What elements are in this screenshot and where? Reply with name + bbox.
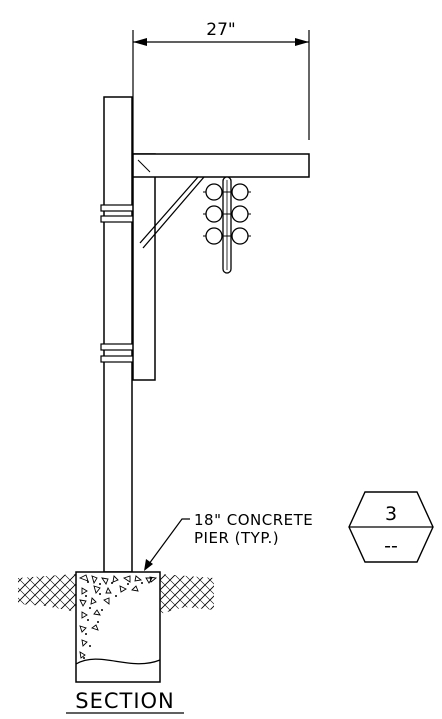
pole-band-upper-1 [100,204,137,212]
pole-shaft [103,96,133,573]
signal-lamp [231,205,249,223]
dimension-arrow-left [133,38,147,46]
signal-lamp [205,227,223,245]
mast-arm-bracket [132,153,310,381]
signal-lamp-row-middle [203,205,251,223]
pier-note: 18" CONCRETE PIER (TYP.) [144,511,313,571]
pole-band-lower-1 [100,343,137,351]
soil-hatch-left [18,574,76,612]
signal-lamp [205,205,223,223]
bracket-vertical [132,153,156,381]
pier-break-line [75,658,161,665]
signal-lamp-row-top [203,183,251,201]
pole [100,96,137,573]
detail-reference-tag: 3 -- [348,491,434,563]
concrete-aggregate [78,574,158,659]
section-title: SECTION [75,689,175,713]
bracket-brace-1 [139,176,199,244]
bracket-brace-2 [142,176,205,249]
detail-tag-sheet: -- [384,535,398,557]
concrete-pier [75,571,161,683]
section-title-block: SECTION [66,689,184,714]
pier-note-arrowhead [144,559,153,571]
detail-tag-number: 3 [385,503,397,525]
signal-lamp [231,183,249,201]
pole-band-upper-2 [100,215,137,223]
bracket-horizontal-arm [132,153,310,178]
pier-note-leader [145,518,190,569]
signal-lamp-row-bottom [203,227,251,245]
dimension-arrow-right [295,38,309,46]
pier-note-line-1: 18" CONCRETE [194,511,313,529]
ground-soil [18,574,214,614]
signal-head [203,176,251,274]
pier-note-line-2: PIER (TYP.) [194,529,279,547]
soil-hatch-right [160,574,214,614]
pole-band-lower-2 [100,355,137,363]
pier-outline [75,571,161,683]
bracket-inner-line [137,159,151,173]
signal-lamp [231,227,249,245]
concrete-dots [83,581,143,659]
dimension-27in: 27" [132,20,310,155]
dimension-label: 27" [206,20,235,40]
signal-lamp [205,183,223,201]
